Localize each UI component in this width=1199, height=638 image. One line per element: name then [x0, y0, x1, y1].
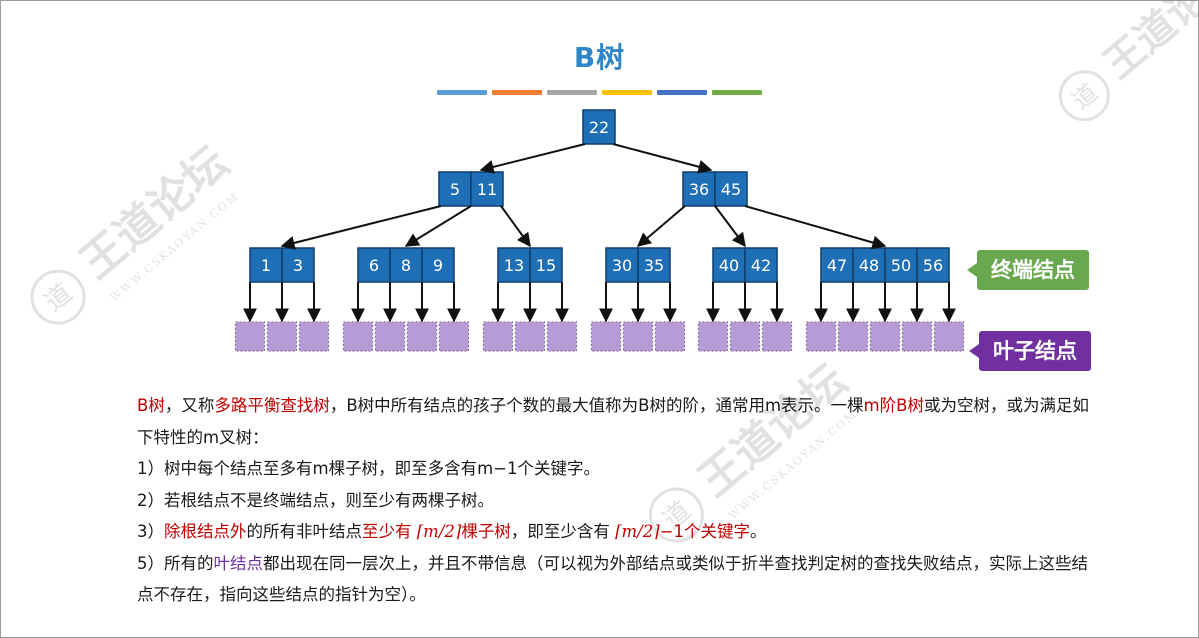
- key-cell: [470, 171, 504, 207]
- key-cell: [916, 247, 950, 283]
- leaf-node: [622, 321, 654, 352]
- key-value: 1: [261, 256, 271, 275]
- leaf-node: [901, 321, 933, 352]
- key-cell: [421, 247, 455, 283]
- key-cell: [884, 247, 918, 283]
- key-value: 45: [721, 180, 741, 199]
- property-2: 2）若根结点不是终端结点，则至少有两棵子树。: [137, 490, 494, 510]
- leaf-node: [805, 321, 837, 352]
- terminal-node-6: 47 48 50 56: [820, 247, 950, 283]
- key-value: 13: [504, 256, 524, 275]
- leaf-node: [761, 321, 793, 352]
- key-value: 50: [891, 256, 911, 275]
- key-value: 47: [827, 256, 847, 275]
- pointer-arrow: [479, 143, 586, 174]
- color-bar-2: [492, 90, 542, 95]
- pointer-arrow: [500, 205, 531, 248]
- key-cell: [529, 247, 563, 283]
- property-5: 5）所有的叶结点都出现在同一层次上，并且不带信息（可以视为外部结点或类似于折半查…: [137, 553, 1088, 605]
- key-value: 6: [369, 256, 379, 275]
- leaf-node: [869, 321, 901, 352]
- leaf-node: [654, 321, 686, 352]
- key-cell: [605, 247, 639, 283]
- property-3: 3）除根结点外的所有非叶结点至少有 ⌈m/2⌉棵子树，即至少含有 ⌈m/2⌉−1…: [137, 522, 767, 541]
- key-value: 11: [477, 180, 497, 199]
- key-value: 56: [923, 256, 943, 275]
- color-bar-5: [657, 90, 707, 95]
- color-bar-6: [712, 90, 762, 95]
- terminal-node-3: 13 15: [497, 247, 563, 283]
- pointer-arrow: [612, 143, 713, 174]
- color-bar-4: [602, 90, 652, 95]
- leaf-node: [374, 321, 406, 352]
- pointer-arrow: [714, 205, 746, 248]
- color-bar-3: [547, 90, 597, 95]
- leaf-node: [546, 321, 578, 352]
- key-value: 35: [644, 256, 664, 275]
- leaf-node: [837, 321, 869, 352]
- leaf-node: [234, 321, 266, 352]
- key-cell: [637, 247, 671, 283]
- key-value: 30: [612, 256, 632, 275]
- key-value: 48: [859, 256, 879, 275]
- leaf-node: [729, 321, 761, 352]
- leaf-node: [514, 321, 546, 352]
- key-value: 3: [293, 256, 303, 275]
- terminal-node-label: 终端结点: [967, 250, 1089, 290]
- key-cell: [438, 171, 472, 207]
- key-value: 5: [450, 180, 460, 199]
- leaf-node-label: 叶子结点: [969, 331, 1091, 371]
- key-value: 8: [401, 256, 411, 275]
- key-cell: [712, 247, 746, 283]
- key-cell: [714, 171, 748, 207]
- key-cell: [582, 109, 616, 145]
- key-value: 9: [433, 256, 443, 275]
- key-cell: [281, 247, 315, 283]
- internal-node-2: 36 45: [682, 171, 748, 207]
- key-value: 40: [719, 256, 739, 275]
- property-1: 1）树中每个结点至多有m棵子树，即至多含有m−1个关键字。: [137, 459, 600, 478]
- key-value: 42: [751, 256, 771, 275]
- pointer-arrow: [744, 205, 887, 250]
- key-cell: [497, 247, 531, 283]
- internal-node-1: 5 11: [438, 171, 504, 207]
- leaf-node: [438, 321, 470, 352]
- pointer-arrow: [280, 205, 442, 250]
- key-value: 36: [689, 180, 709, 199]
- key-cell: [744, 247, 778, 283]
- definition-text: B树，又称多路平衡查找树，B树中所有结点的孩子个数的最大值称为B树的阶，通常用m…: [137, 390, 1097, 611]
- pointer-arrow: [636, 205, 686, 247]
- leaf-node: [406, 321, 438, 352]
- page-title: B树: [573, 41, 626, 74]
- leaf-node: [933, 321, 965, 352]
- terminal-node-4: 30 35: [605, 247, 671, 283]
- leaf-node: [697, 321, 729, 352]
- pointer-arrow: [404, 205, 472, 247]
- key-cell: [357, 247, 391, 283]
- color-bar-1: [437, 90, 487, 95]
- terminal-node-2: 6 8 9: [357, 247, 455, 283]
- leaf-node: [590, 321, 622, 352]
- leaf-node: [298, 321, 330, 352]
- leaf-node: [266, 321, 298, 352]
- key-value: 22: [589, 118, 609, 137]
- leaf-node: [342, 321, 374, 352]
- key-cell: [389, 247, 423, 283]
- root-node: 22: [582, 109, 616, 145]
- key-cell: [249, 247, 283, 283]
- key-value: 15: [536, 256, 556, 275]
- definition-paragraph-1: B树，又称多路平衡查找树，B树中所有结点的孩子个数的最大值称为B树的阶，通常用m…: [137, 396, 1089, 447]
- terminal-node-5: 40 42: [712, 247, 778, 283]
- leaf-node: [482, 321, 514, 352]
